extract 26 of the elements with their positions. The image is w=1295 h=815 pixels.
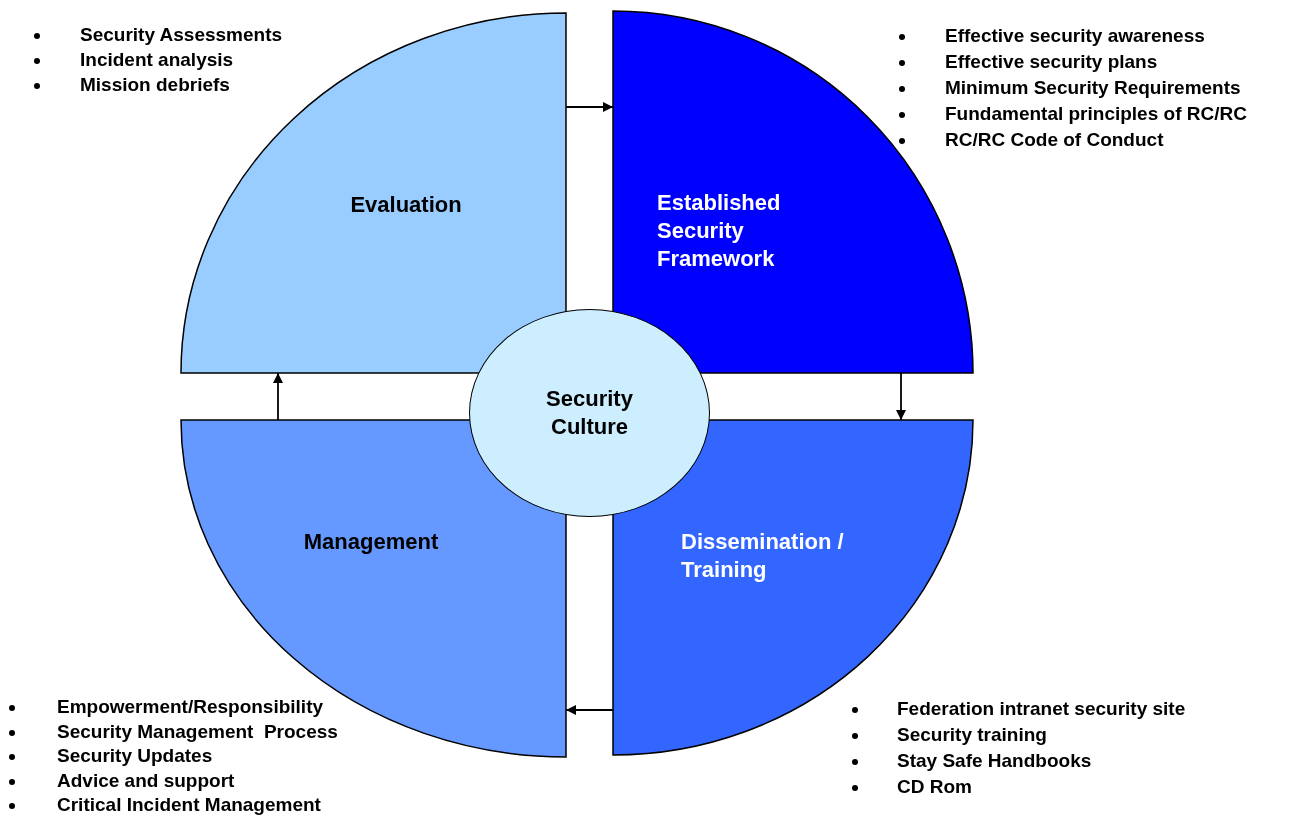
bullet-text: Stay Safe Handbooks (897, 749, 1092, 773)
bullet-text: Minimum Security Requirements (945, 76, 1241, 100)
arrow (565, 705, 614, 715)
bullet-text: Empowerment/Responsibility (57, 695, 324, 719)
bullet-text: Security Updates (57, 744, 213, 768)
arrow (896, 372, 906, 421)
bullet-text: Critical Incident Management (57, 793, 321, 815)
bullet-text: Advice and support (57, 768, 235, 793)
bullet-text: Security Management Process (57, 719, 338, 744)
arrow (273, 372, 283, 421)
segment-label: Established Security Framework (657, 189, 782, 273)
segment-label: Management (302, 528, 440, 556)
arrow (565, 102, 614, 112)
bullet-text: Effective security awareness (945, 24, 1205, 48)
bullet-text: Security Assessments (80, 23, 283, 47)
bullet-text: Incident analysis (80, 48, 234, 72)
bullet-text: CD Rom (897, 775, 972, 799)
segment-label: Evaluation (349, 191, 463, 219)
bullet-text: Mission debriefs (80, 73, 230, 97)
bullet-text: Effective security plans (945, 50, 1158, 74)
bullet-text: RC/RC Code of Conduct (945, 128, 1164, 152)
bullet-text: Fundamental principles of RC/RC (945, 102, 1247, 126)
bullet-text: Federation intranet security site (897, 697, 1186, 721)
segment-label: Security Culture (545, 385, 634, 441)
segment-label: Dissemination / Training (681, 528, 845, 584)
bullet-text: Security training (897, 723, 1047, 747)
